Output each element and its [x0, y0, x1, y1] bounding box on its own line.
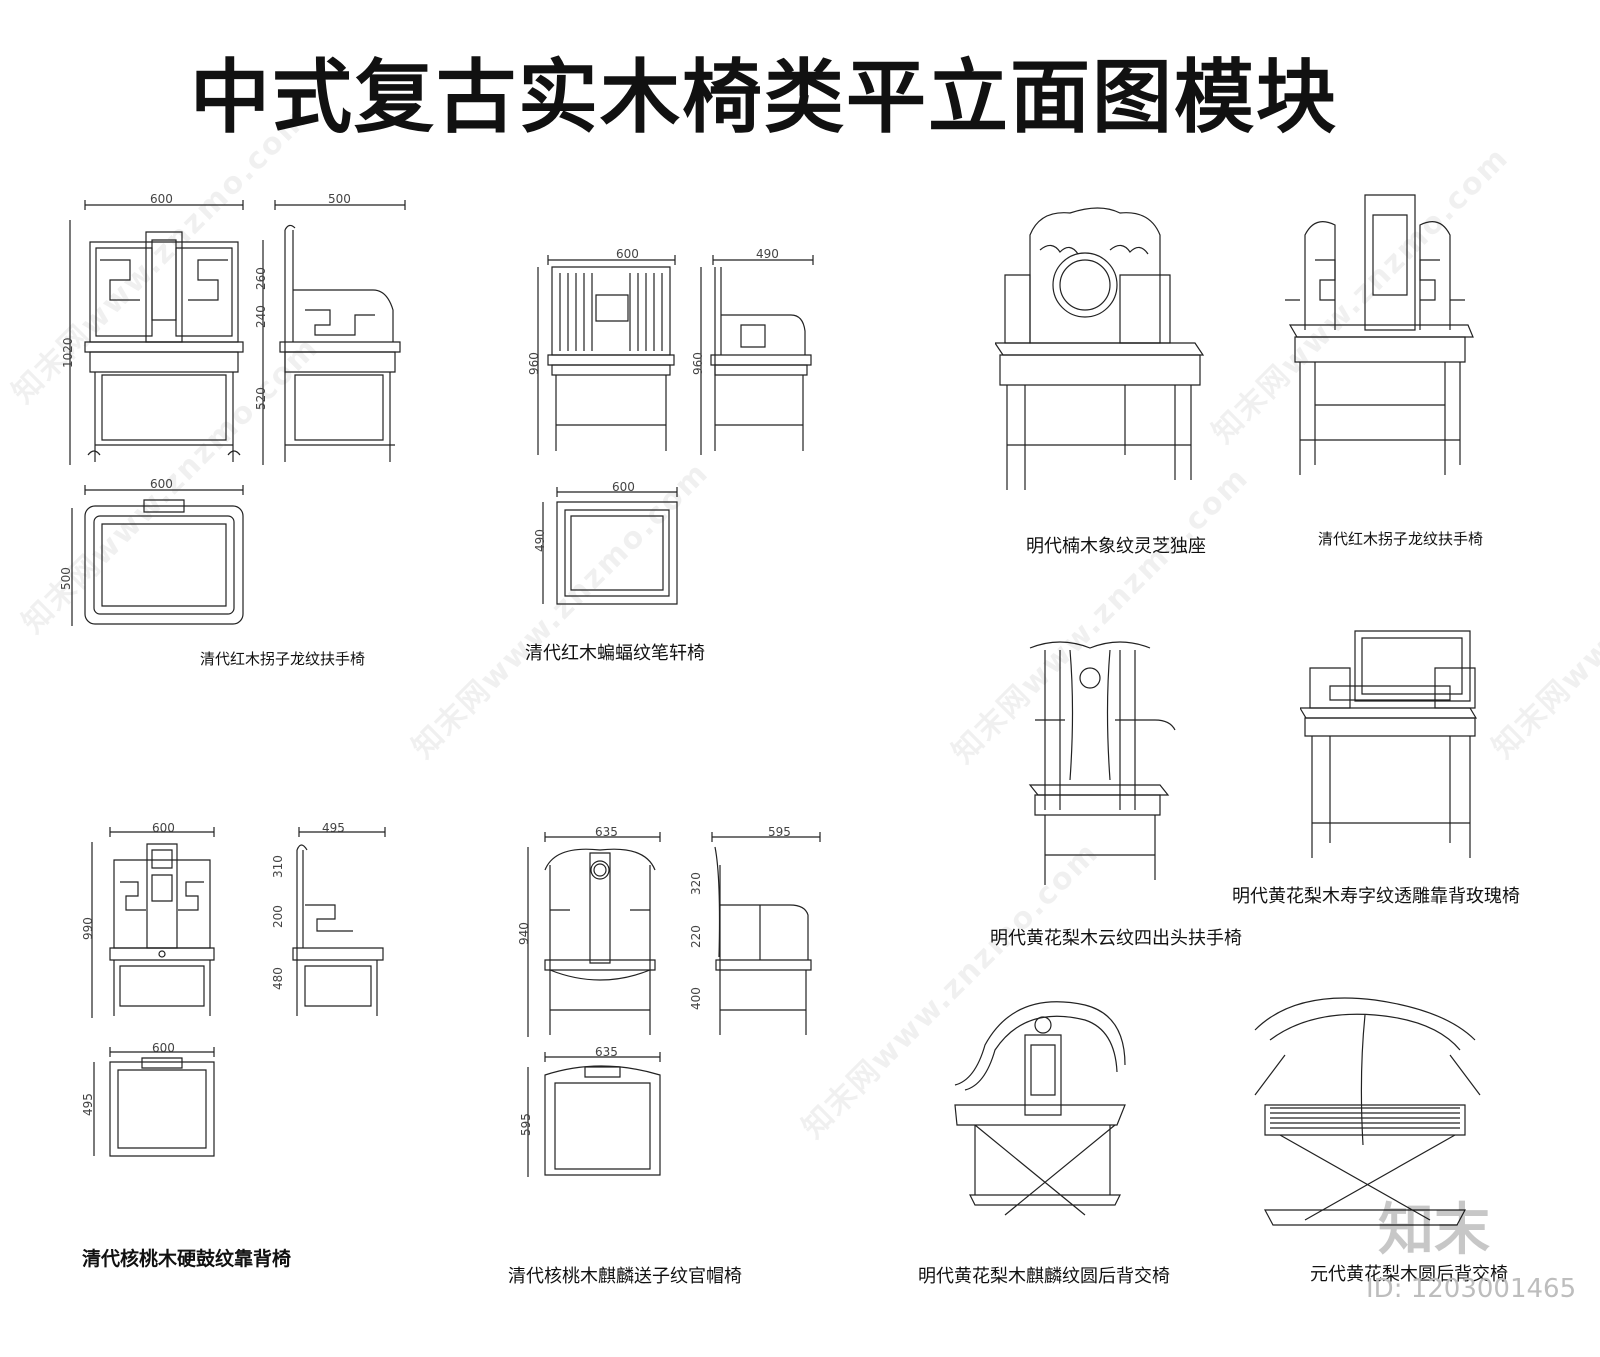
watermark-logo: 知末: [1378, 1198, 1490, 1263]
image-id: ID: 1203001465: [1366, 1274, 1577, 1304]
caption-chair4: 清代红木拐子龙纹扶手椅: [1318, 530, 1484, 548]
chair7-front-elevation: [82, 820, 232, 1020]
dim-back-lower: 220: [689, 925, 703, 948]
dim-depth: 500: [328, 192, 351, 206]
dim-plan-depth: 495: [81, 1093, 95, 1116]
chair1-side-elevation: [255, 190, 415, 480]
dim-plan-width: 600: [150, 477, 173, 491]
watermark-text: 知末网www.znzmo.com: [1485, 455, 1600, 766]
dim-height: 1020: [61, 337, 75, 368]
caption-chair2: 清代红木蝙蝠纹笔轩椅: [525, 643, 705, 664]
chair7-plan: [82, 1040, 232, 1160]
dim-seat-height: 520: [254, 387, 268, 410]
chair7-side-elevation: [285, 820, 395, 1020]
dim-plan-depth: 490: [533, 529, 547, 552]
caption-chair7: 清代核桃木硬鼓纹靠背椅: [82, 1248, 292, 1270]
chair6-perspective: [1025, 640, 1195, 890]
chair8-side-elevation: [700, 825, 830, 1040]
chair2-plan: [535, 480, 685, 608]
caption-chair9: 明代黄花梨木麒麟纹圆后背交椅: [918, 1266, 1170, 1287]
dim-width: 635: [595, 825, 618, 839]
dim-height: 990: [81, 917, 95, 940]
dim-width: 600: [616, 247, 639, 261]
chair1-front-elevation: [60, 190, 250, 480]
dim-side-height: 960: [691, 352, 705, 375]
chair5-perspective: [1300, 628, 1480, 863]
caption-chair10: 元代黄花梨木圆后背交椅: [1310, 1264, 1508, 1285]
dim-plan-width: 600: [152, 1041, 175, 1055]
page-title: 中式复古实木椅类平立面图模块: [190, 51, 1338, 144]
dim-depth: 495: [322, 821, 345, 835]
dim-back-lower: 200: [271, 905, 285, 928]
chair8-plan: [520, 1045, 680, 1185]
chair10-perspective: [1245, 995, 1490, 1240]
chair2-front-elevation: [530, 245, 680, 460]
chair9-perspective: [945, 995, 1160, 1235]
dim-seat-back-lower: 240: [254, 305, 268, 328]
chair2-side-elevation: [695, 245, 825, 460]
dim-width: 600: [152, 821, 175, 835]
dim-back-upper: 320: [689, 872, 703, 895]
chair3-perspective: [995, 205, 1205, 495]
dim-seat-back-upper: 260: [254, 267, 268, 290]
dim-plan-width: 635: [595, 1045, 618, 1059]
caption-chair1: 清代红木拐子龙纹扶手椅: [200, 650, 366, 668]
chair1-plan: [60, 478, 250, 633]
dim-plan-width: 600: [612, 480, 635, 494]
dim-seat-height: 400: [689, 987, 703, 1010]
chair8-front-elevation: [520, 825, 680, 1040]
dim-back-upper: 310: [271, 855, 285, 878]
dim-depth: 595: [768, 825, 791, 839]
dim-plan-depth: 595: [519, 1113, 533, 1136]
dim-width: 600: [150, 192, 173, 206]
dim-depth: 490: [756, 247, 779, 261]
caption-chair8: 清代核桃木麒麟送子纹官帽椅: [508, 1266, 742, 1287]
dim-seat-height: 480: [271, 967, 285, 990]
caption-chair6: 明代黄花梨木云纹四出头扶手椅: [990, 928, 1242, 949]
caption-chair5: 明代黄花梨木寿字纹透雕靠背玫瑰椅: [1232, 886, 1520, 907]
dim-height: 940: [517, 922, 531, 945]
dim-plan-depth: 500: [59, 567, 73, 590]
chair4-perspective: [1285, 190, 1475, 490]
caption-chair3: 明代楠木象纹灵芝独座: [1026, 536, 1206, 557]
dim-height: 960: [527, 352, 541, 375]
